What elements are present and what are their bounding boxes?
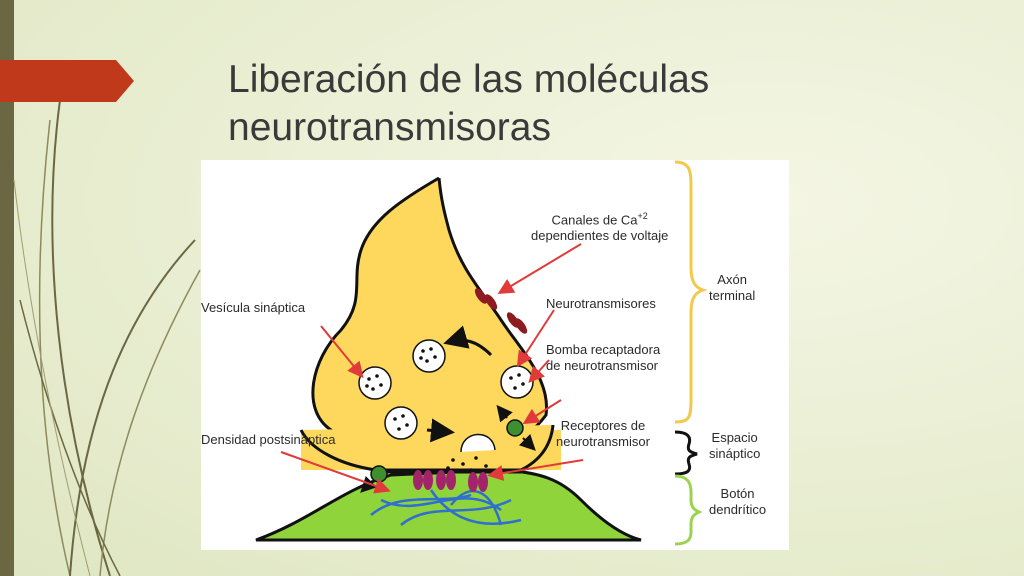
- arrow-receptor-pump: [522, 399, 562, 425]
- label-espacio-sinaptico: Espacio sináptico: [709, 430, 761, 461]
- slide-title-line-1: Liberación de las moléculas: [228, 58, 710, 101]
- arrow-vesicula: [320, 325, 364, 379]
- vesicle-contents: [365, 347, 525, 431]
- label-vesicula: Vesícula sináptica: [201, 300, 306, 315]
- postsynaptic-pump-icon: [370, 465, 388, 483]
- calcium-channel-icons: [474, 288, 528, 334]
- neurotransmitter-dots: [446, 456, 488, 472]
- axon-terminal-bracket: [674, 160, 708, 424]
- arrow-neurotransmisores: [516, 309, 555, 368]
- label-bomba: Bomba recaptadora de neurotransmisor: [546, 342, 661, 373]
- label-canales: Canales de Ca+2 dependientes de voltaje: [531, 211, 669, 244]
- label-densidad: Densidad postsináptica: [201, 432, 336, 447]
- reuptake-pump-icon: [506, 419, 524, 437]
- arrow-canales: [497, 243, 582, 295]
- slide-title: Liberación de las moléculas neurotransmi…: [228, 56, 988, 152]
- arrow-receptores: [487, 459, 584, 481]
- label-boton-dendritico: Botón dendrítico: [709, 486, 767, 517]
- vesicles: [358, 339, 534, 440]
- dendritic-button-shape: [255, 468, 642, 542]
- title-arrow-icon: [0, 60, 134, 102]
- arrow-bomba: [528, 359, 550, 383]
- label-receptores: Receptores de neurotransmisor: [556, 418, 650, 449]
- arrow-densidad: [280, 451, 391, 494]
- left-accent-bar: [0, 0, 14, 576]
- synaptic-space-bracket: [674, 430, 698, 476]
- dendritic-button-bracket: [674, 474, 703, 546]
- cytoskeleton-lines: [370, 489, 522, 526]
- label-axon-terminal: Axón terminal: [709, 272, 756, 303]
- axon-terminal-shape: [312, 178, 547, 448]
- slide-title-line-2: neurotransmisoras: [228, 106, 551, 149]
- decorative-curves: [13, 99, 201, 576]
- receptor-icons: [413, 470, 488, 492]
- synapse-diagram: Canales de Ca+2 dependientes de voltaje …: [201, 160, 789, 550]
- label-neurotransmisores: Neurotransmisores: [546, 296, 656, 311]
